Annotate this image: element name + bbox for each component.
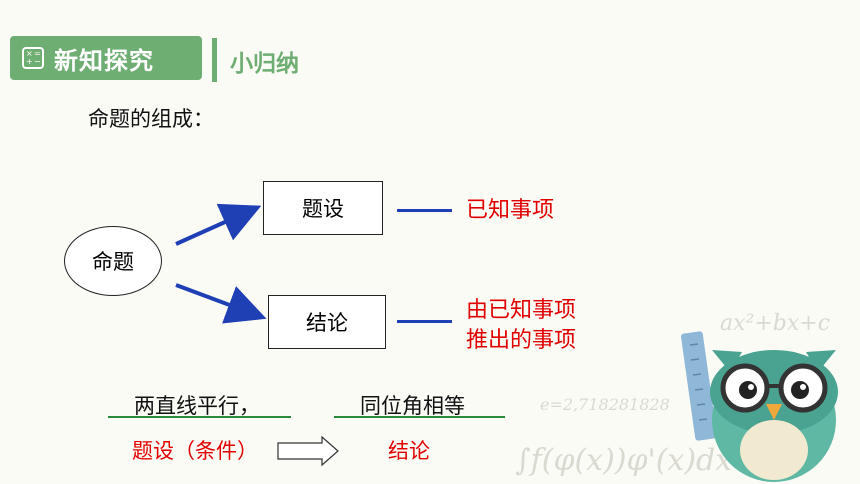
hollow-arrow bbox=[277, 435, 339, 467]
header-divider bbox=[212, 38, 217, 82]
arrow-to-premise bbox=[175, 203, 262, 246]
conclusion-connector bbox=[397, 320, 452, 323]
arrow-to-conclusion bbox=[175, 283, 267, 324]
premise-box: 题设 bbox=[263, 181, 383, 235]
section-subtitle: 小归纳 bbox=[230, 51, 299, 77]
example-premise: 两直线平行， bbox=[134, 394, 260, 418]
premise-underline bbox=[108, 416, 291, 418]
proposition-node: 命题 bbox=[64, 226, 162, 296]
owl-with-ruler-icon bbox=[680, 331, 838, 482]
formula-quadratic: ax²+bx+c bbox=[720, 311, 830, 336]
premise-description: 已知事项 bbox=[466, 198, 555, 223]
premise-tag: 题设（条件） bbox=[132, 439, 258, 463]
intro-text: 命题的组成： bbox=[88, 107, 214, 131]
premise-connector bbox=[397, 209, 452, 212]
formula-e: e=2,718281828 bbox=[540, 395, 670, 414]
section-tab: ×= +− 新知探究 bbox=[10, 36, 202, 80]
conclusion-underline bbox=[334, 416, 505, 418]
conclusion-description-line2: 推出的事项 bbox=[466, 328, 577, 353]
conclusion-box: 结论 bbox=[268, 295, 386, 349]
section-title: 新知探究 bbox=[54, 46, 154, 75]
conclusion-description-line1: 由已知事项 bbox=[466, 298, 577, 323]
calculator-icon: ×= +− bbox=[22, 47, 44, 69]
conclusion-tag: 结论 bbox=[388, 439, 430, 463]
example-conclusion: 同位角相等 bbox=[360, 394, 465, 418]
